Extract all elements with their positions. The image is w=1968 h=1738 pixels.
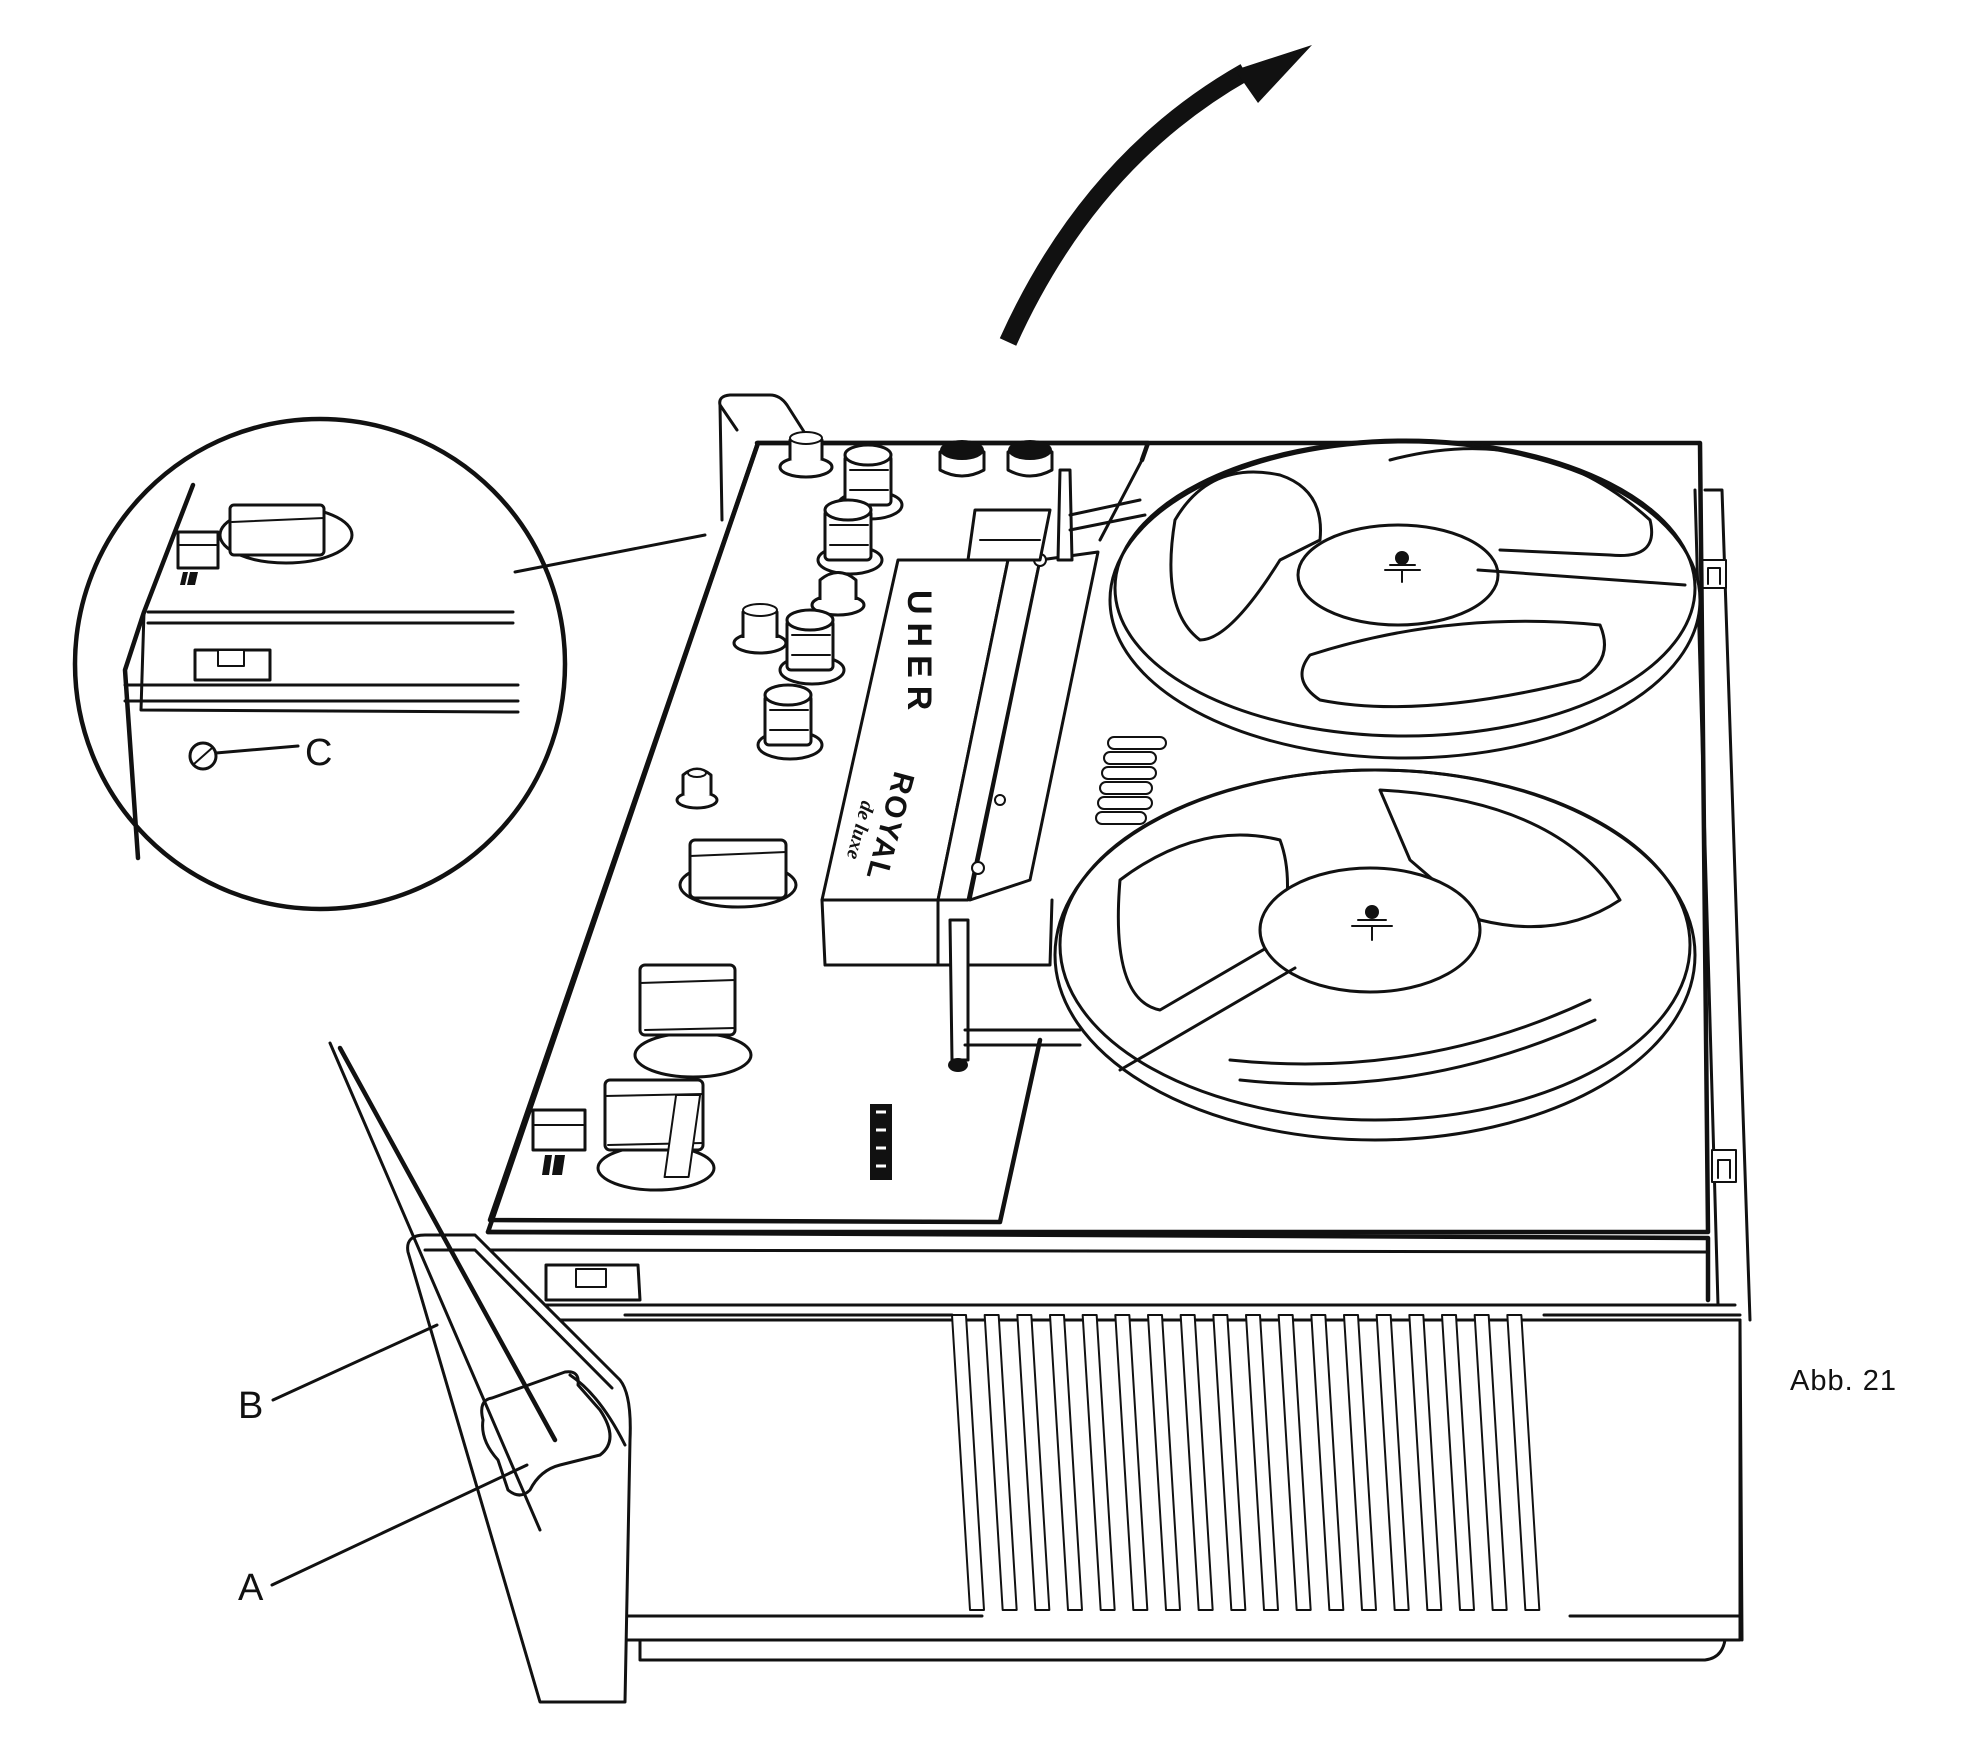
knob-ribbed-4 [756,683,824,761]
detail-inset [72,416,707,1532]
grille-slat [1343,1314,1377,1611]
knob-ribbed-2 [816,498,884,576]
vent-slots [1095,736,1167,825]
supply-reel [1108,438,1702,760]
lever-key-2 [633,963,753,1079]
grille-slat [1277,1314,1312,1611]
grille-slat [1310,1314,1345,1611]
grille-slat [951,1314,985,1611]
grille-slat [1147,1314,1181,1611]
tape-guide-arm [948,468,1147,1072]
grille-slat [1114,1314,1149,1611]
reel-hub-icon [1351,905,1393,941]
lid-rim [482,1229,1711,1303]
label-c: C [305,732,332,774]
piano-key-switches [531,838,892,1192]
tape-counter [663,1094,892,1180]
knob-ribbed-3 [778,608,846,686]
grille-slat [1408,1314,1443,1611]
handle-latch-knob [480,1370,627,1497]
grille-slat [1212,1314,1247,1611]
grille-slat [1441,1314,1475,1611]
lever-key-1 [678,838,798,909]
takeup-reel [1053,768,1697,1142]
grille-slat [1473,1314,1508,1611]
knob-cap-1 [938,440,986,478]
screw-icon [188,741,218,771]
front-latch [544,1263,642,1302]
knob-plain-4 [675,767,719,810]
grille-slat [1049,1314,1083,1611]
side-latch-bottom [1711,1149,1737,1183]
knob-cap-2 [1006,440,1054,478]
figure-caption: Abb. 21 [1790,1365,1897,1397]
grille-slat [1016,1314,1051,1611]
control-knobs [675,431,1054,810]
curved-arrow-icon [999,45,1312,346]
grille-slat [983,1314,1018,1611]
reel-hub-icon [1384,551,1421,583]
callouts: B A C [238,732,558,1609]
side-latch-top [1701,559,1727,589]
grille-slat [1081,1314,1116,1611]
label-a: A [238,1567,264,1609]
head-cover: UHER ROYAL de luxe [820,550,1100,967]
inset-latch [193,648,272,682]
grille-frame [623,1313,1742,1618]
knob-ribbed-1 [836,443,904,521]
brand-uher: UHER [900,590,938,718]
label-b: B [238,1385,263,1427]
small-switch [531,1108,587,1175]
inset-small-switch [176,530,220,585]
grille-slat [1245,1314,1279,1611]
inset-lever-key [218,503,354,565]
knob-plain-1 [778,431,834,479]
grille-slat [1375,1314,1410,1611]
knob-plain-2 [810,571,866,617]
grille-slat [1179,1314,1214,1611]
speaker-grille [623,1313,1742,1618]
grille-slat [1506,1314,1541,1611]
handle-bracket [718,393,810,522]
knob-plain-3 [732,603,788,655]
